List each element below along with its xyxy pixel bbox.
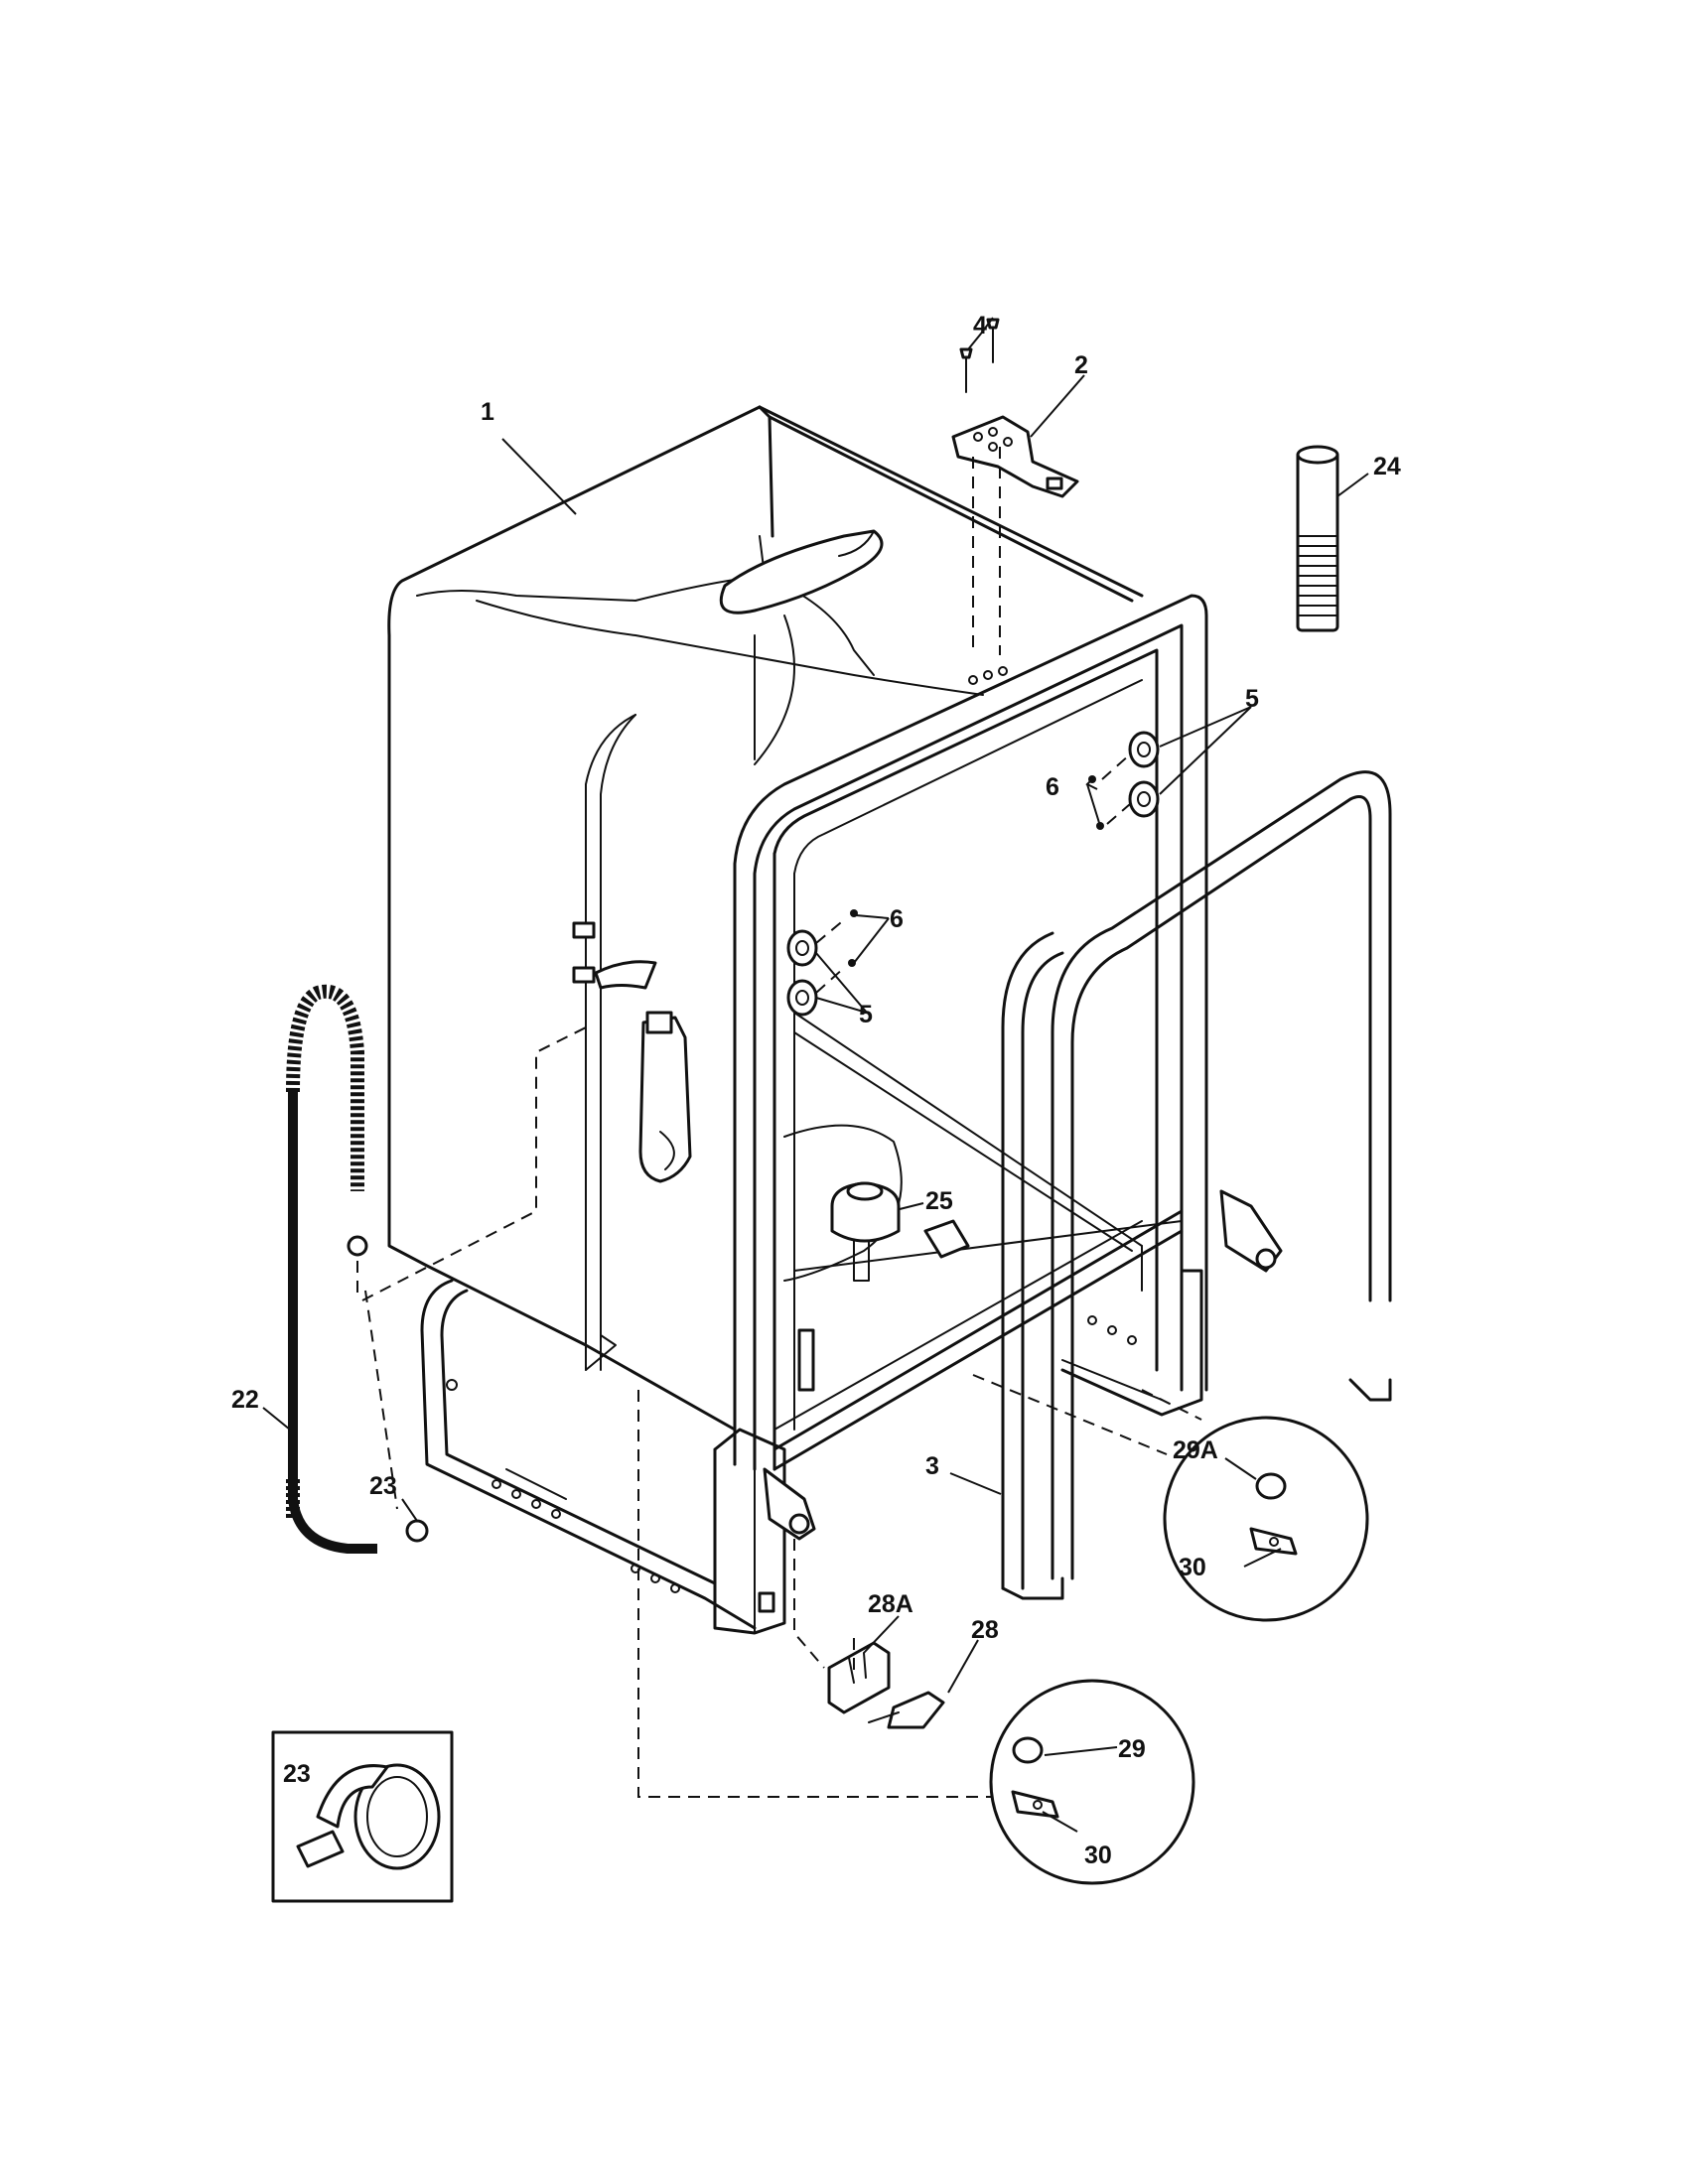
clamp-inset xyxy=(271,1730,454,1903)
rack-rollers xyxy=(786,731,1160,1017)
callout-6-right: 6 xyxy=(1046,773,1059,801)
callout-3: 3 xyxy=(925,1452,939,1480)
callout-5-right: 5 xyxy=(1245,685,1259,713)
leader-lines xyxy=(262,317,1369,1833)
tub-part xyxy=(387,405,1144,1466)
callout-1: 1 xyxy=(481,398,494,426)
vent-part xyxy=(1296,445,1339,632)
callout-5-left: 5 xyxy=(859,1001,873,1028)
callout-30-lower: 30 xyxy=(1084,1842,1112,1869)
callout-6-left: 6 xyxy=(890,905,904,933)
thermostat-inset-lower xyxy=(637,1390,1195,1885)
callout-30-upper: 30 xyxy=(1179,1554,1206,1581)
callout-28: 28 xyxy=(971,1616,999,1644)
callout-24: 24 xyxy=(1373,453,1401,480)
callout-25: 25 xyxy=(925,1187,953,1215)
callout-23-inset: 23 xyxy=(283,1760,311,1788)
callout-28a: 28A xyxy=(868,1590,913,1618)
callout-29a: 29A xyxy=(1173,1436,1218,1464)
tub-bottom xyxy=(783,1124,970,1392)
door-gasket xyxy=(1001,770,1392,1600)
callout-23: 23 xyxy=(369,1472,397,1500)
drain-hose xyxy=(286,984,587,1554)
callout-4: 4 xyxy=(973,312,987,340)
base-rails xyxy=(420,1189,1283,1635)
tub-front-frame xyxy=(733,594,1208,1471)
callout-labels: 1 2 4 24 5 6 6 5 25 22 23 3 29A 30 28A 2… xyxy=(231,312,1401,1869)
callout-2: 2 xyxy=(1074,351,1088,379)
callout-29: 29 xyxy=(1118,1735,1146,1763)
door-switch xyxy=(793,1539,945,1729)
mounting-bracket xyxy=(951,318,1079,655)
callout-22: 22 xyxy=(231,1386,259,1414)
thermostat-inset-upper xyxy=(972,1374,1369,1622)
